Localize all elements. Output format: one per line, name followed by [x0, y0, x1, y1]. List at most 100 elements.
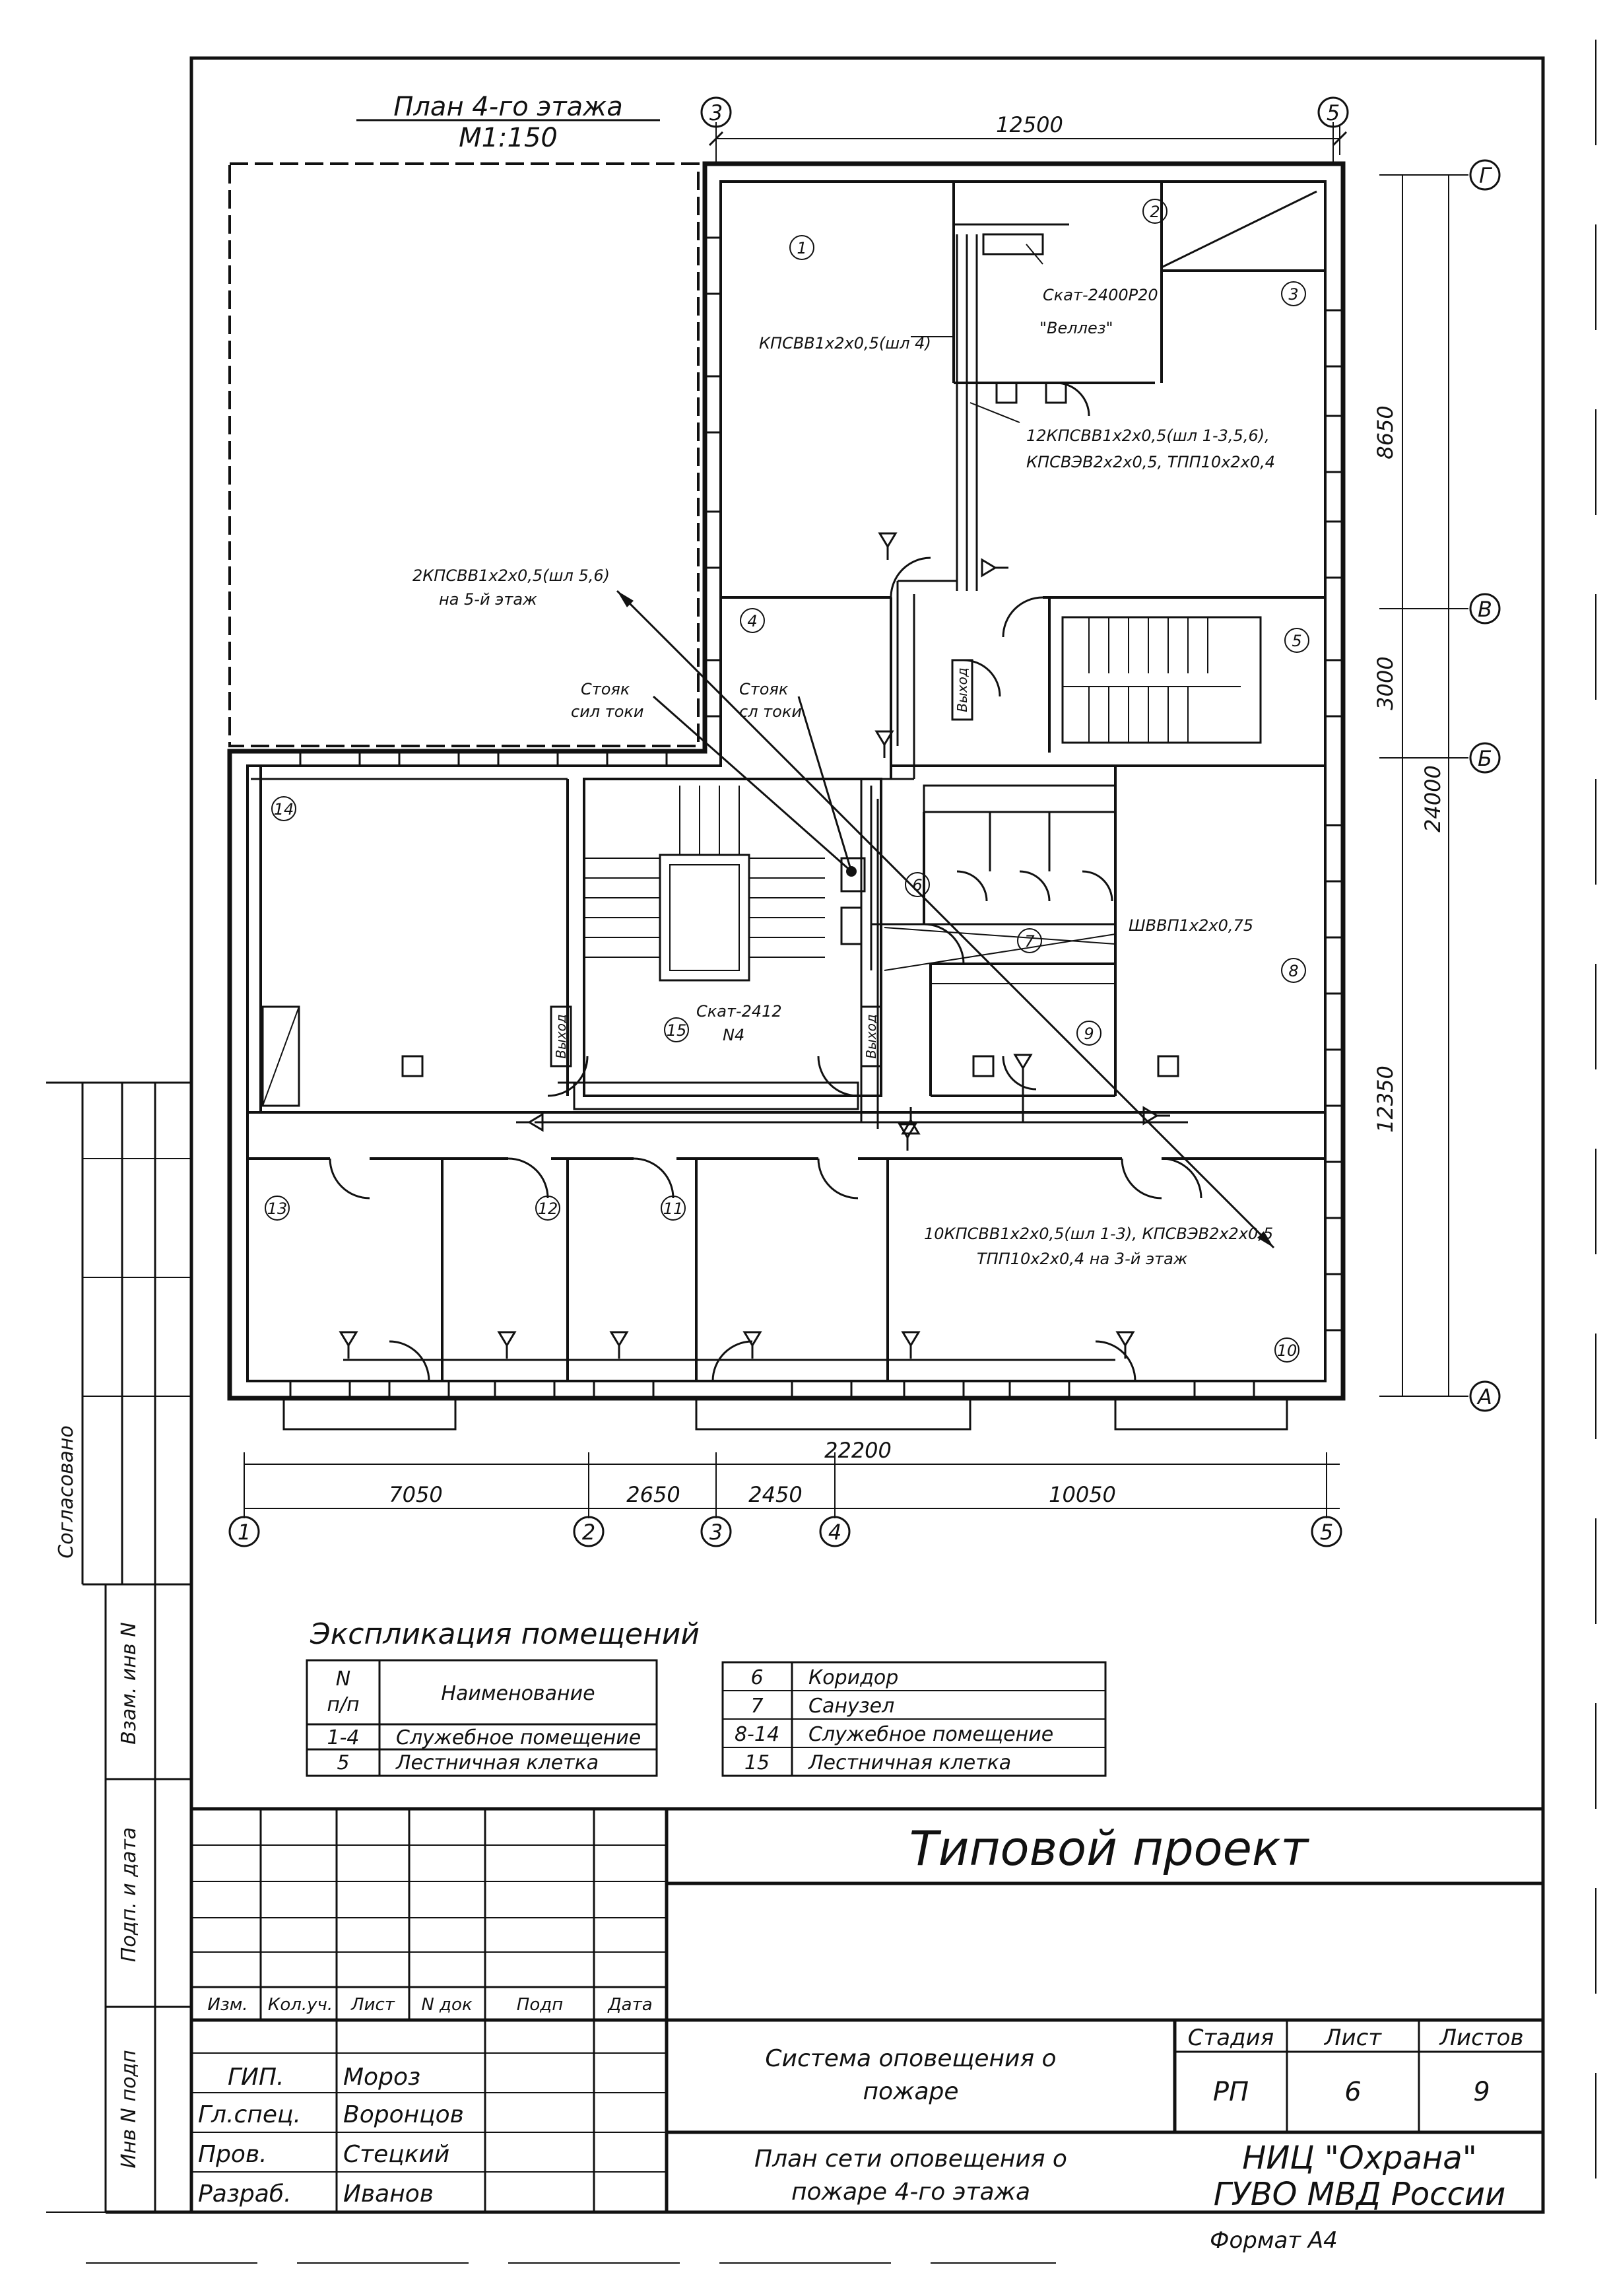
explication-cell: Лестничная клетка	[808, 1751, 1011, 1774]
axis-label: 2	[582, 1520, 595, 1545]
tb-col: Лист	[350, 1995, 395, 2015]
label-skat-2412b: N4	[723, 1026, 744, 1044]
explication-cell: Санузел	[808, 1695, 894, 1718]
label-cable-3a: 2КПСВВ1х2х0,5(шл 5,6)	[412, 566, 610, 585]
tb-role: Пров.	[198, 2141, 267, 2168]
explication-cell: Лестничная клетка	[395, 1751, 599, 1774]
explication-table-left	[306, 1659, 658, 1777]
room-number: 1	[797, 239, 806, 257]
explication-cell: Служебное помещение	[808, 1723, 1053, 1746]
explication-cell: 5	[337, 1751, 349, 1774]
tb-role: Разраб.	[198, 2180, 291, 2208]
label-stoyak-2a: Стояк	[739, 680, 789, 698]
axis-label: 5	[1320, 1520, 1333, 1545]
tb-system-line1: Система оповещения о	[765, 2045, 1056, 2072]
speaker-icon	[874, 730, 894, 758]
explication-cell: 6	[750, 1666, 763, 1689]
label-cable-2b: КПСВЭВ2х2х0,5, ТПП10х2х0,4	[1026, 453, 1275, 471]
axis-label: А	[1476, 1384, 1492, 1409]
speaker-icon	[1013, 1054, 1033, 1081]
tb-org-line1: НИЦ "Охрана"	[1242, 2140, 1477, 2177]
explication-title: Экспликация помещений	[310, 1617, 700, 1651]
axis-label: 1	[238, 1520, 251, 1545]
speaker-icon	[1115, 1331, 1135, 1359]
label-stoyak-1a: Стояк	[581, 680, 630, 698]
speaker-icon	[901, 1107, 921, 1135]
dim-bottom-total: 22200	[824, 1438, 892, 1463]
room-number: 5	[1292, 632, 1301, 650]
tb-sheets-label: Листов	[1438, 2025, 1523, 2051]
explication-cell: 7	[750, 1695, 763, 1718]
speaker-icon	[516, 1112, 544, 1132]
tb-col: N док	[421, 1995, 473, 2015]
label-stoyak-1b: сил токи	[571, 702, 644, 721]
explication-cell: 15	[744, 1751, 770, 1774]
exit-sign-label: Выход	[954, 667, 970, 712]
axis-label: В	[1478, 597, 1492, 622]
room-number: 9	[1084, 1025, 1094, 1043]
tb-stage-label: Стадия	[1188, 2025, 1274, 2051]
dim-right-3: 12350	[1373, 1065, 1398, 1133]
speaker-icon	[1142, 1106, 1170, 1126]
explication-cell: Служебное помещение	[396, 1726, 641, 1749]
label-vellez: "Веллез"	[1039, 319, 1113, 337]
tb-sheet-title-line1: План сети оповещения о	[754, 2145, 1067, 2173]
stamp-vzam-inv: Взам. инв N	[117, 1622, 141, 1744]
format-label: Формат А4	[1210, 2227, 1338, 2254]
title-block	[191, 1807, 1543, 2212]
dim-bottom-3: 2450	[748, 1482, 802, 1507]
tb-sheets: 9	[1473, 2077, 1490, 2107]
tb-system-line2: пожаре	[863, 2078, 958, 2105]
dimension-lines	[228, 96, 1501, 1547]
explication-head-np: п/п	[327, 1693, 359, 1716]
explication-head-name: Наименование	[441, 1682, 595, 1705]
tb-name: Воронцов	[343, 2101, 464, 2128]
loudspeakers	[339, 532, 1170, 1359]
equipment	[550, 233, 1044, 1067]
tb-role: ГИП.	[228, 2064, 284, 2091]
label-cable-4a: 10КПСВВ1х2х0,5(шл 1-3), КПСВЭВ2х2х0,5	[924, 1225, 1273, 1243]
dim-right-1: 8650	[1373, 405, 1398, 459]
axis-label: Г	[1479, 163, 1492, 188]
exit-sign-label: Выход	[863, 1014, 879, 1058]
room-number: 12	[538, 1199, 558, 1218]
dim-right-total: 24000	[1420, 765, 1445, 832]
tb-org-line2: ГУВО МВД России	[1214, 2176, 1506, 2213]
dim-bottom-2: 2650	[626, 1482, 680, 1507]
building-walls	[227, 161, 1346, 1431]
room-number: 6	[912, 876, 922, 895]
room-number: 3	[1288, 285, 1298, 304]
tb-sheet-title-line2: пожаре 4-го этажа	[791, 2178, 1030, 2206]
tb-col: Кол.уч.	[268, 1995, 333, 2015]
label-cable-1: КПСВВ1х2х0,5(шл 4)	[759, 334, 931, 353]
tb-name: Иванов	[343, 2180, 434, 2208]
speaker-icon	[901, 1331, 921, 1359]
label-shvvp: ШВВП1х2х0,75	[1129, 916, 1253, 935]
tb-sheet-label: Лист	[1323, 2025, 1382, 2051]
side-stamp-grid	[46, 1081, 191, 2214]
stamp-inv-podp: Инв N подп	[117, 2050, 141, 2169]
room-number: 15	[667, 1021, 687, 1040]
dim-right-2: 3000	[1373, 656, 1398, 710]
project-title: Типовой проект	[909, 1821, 1310, 1876]
explication-cell: 1-4	[327, 1726, 360, 1749]
explication-head-n: N	[336, 1668, 350, 1691]
interior-partitions	[247, 182, 1325, 1382]
plan-scale: М1:150	[459, 123, 558, 153]
stamp-soglasovano: Согласовано	[55, 1425, 78, 1559]
tb-name: Мороз	[343, 2064, 420, 2091]
speaker-icon	[609, 1331, 629, 1359]
tb-col: Изм.	[207, 1995, 247, 2015]
room-number: 14	[274, 800, 294, 819]
room-number: 11	[663, 1199, 684, 1218]
dim-bottom-1: 7050	[389, 1482, 442, 1507]
room-number: 13	[267, 1199, 288, 1218]
axis-label: 3	[709, 100, 723, 125]
axis-label: 3	[709, 1520, 723, 1545]
room-number: 2	[1150, 203, 1160, 221]
explication-table-right	[721, 1661, 1107, 1777]
room-number: 10	[1277, 1341, 1298, 1360]
plan-title: План 4-го этажа	[393, 92, 622, 122]
tb-role: Гл.спец.	[198, 2101, 301, 2128]
